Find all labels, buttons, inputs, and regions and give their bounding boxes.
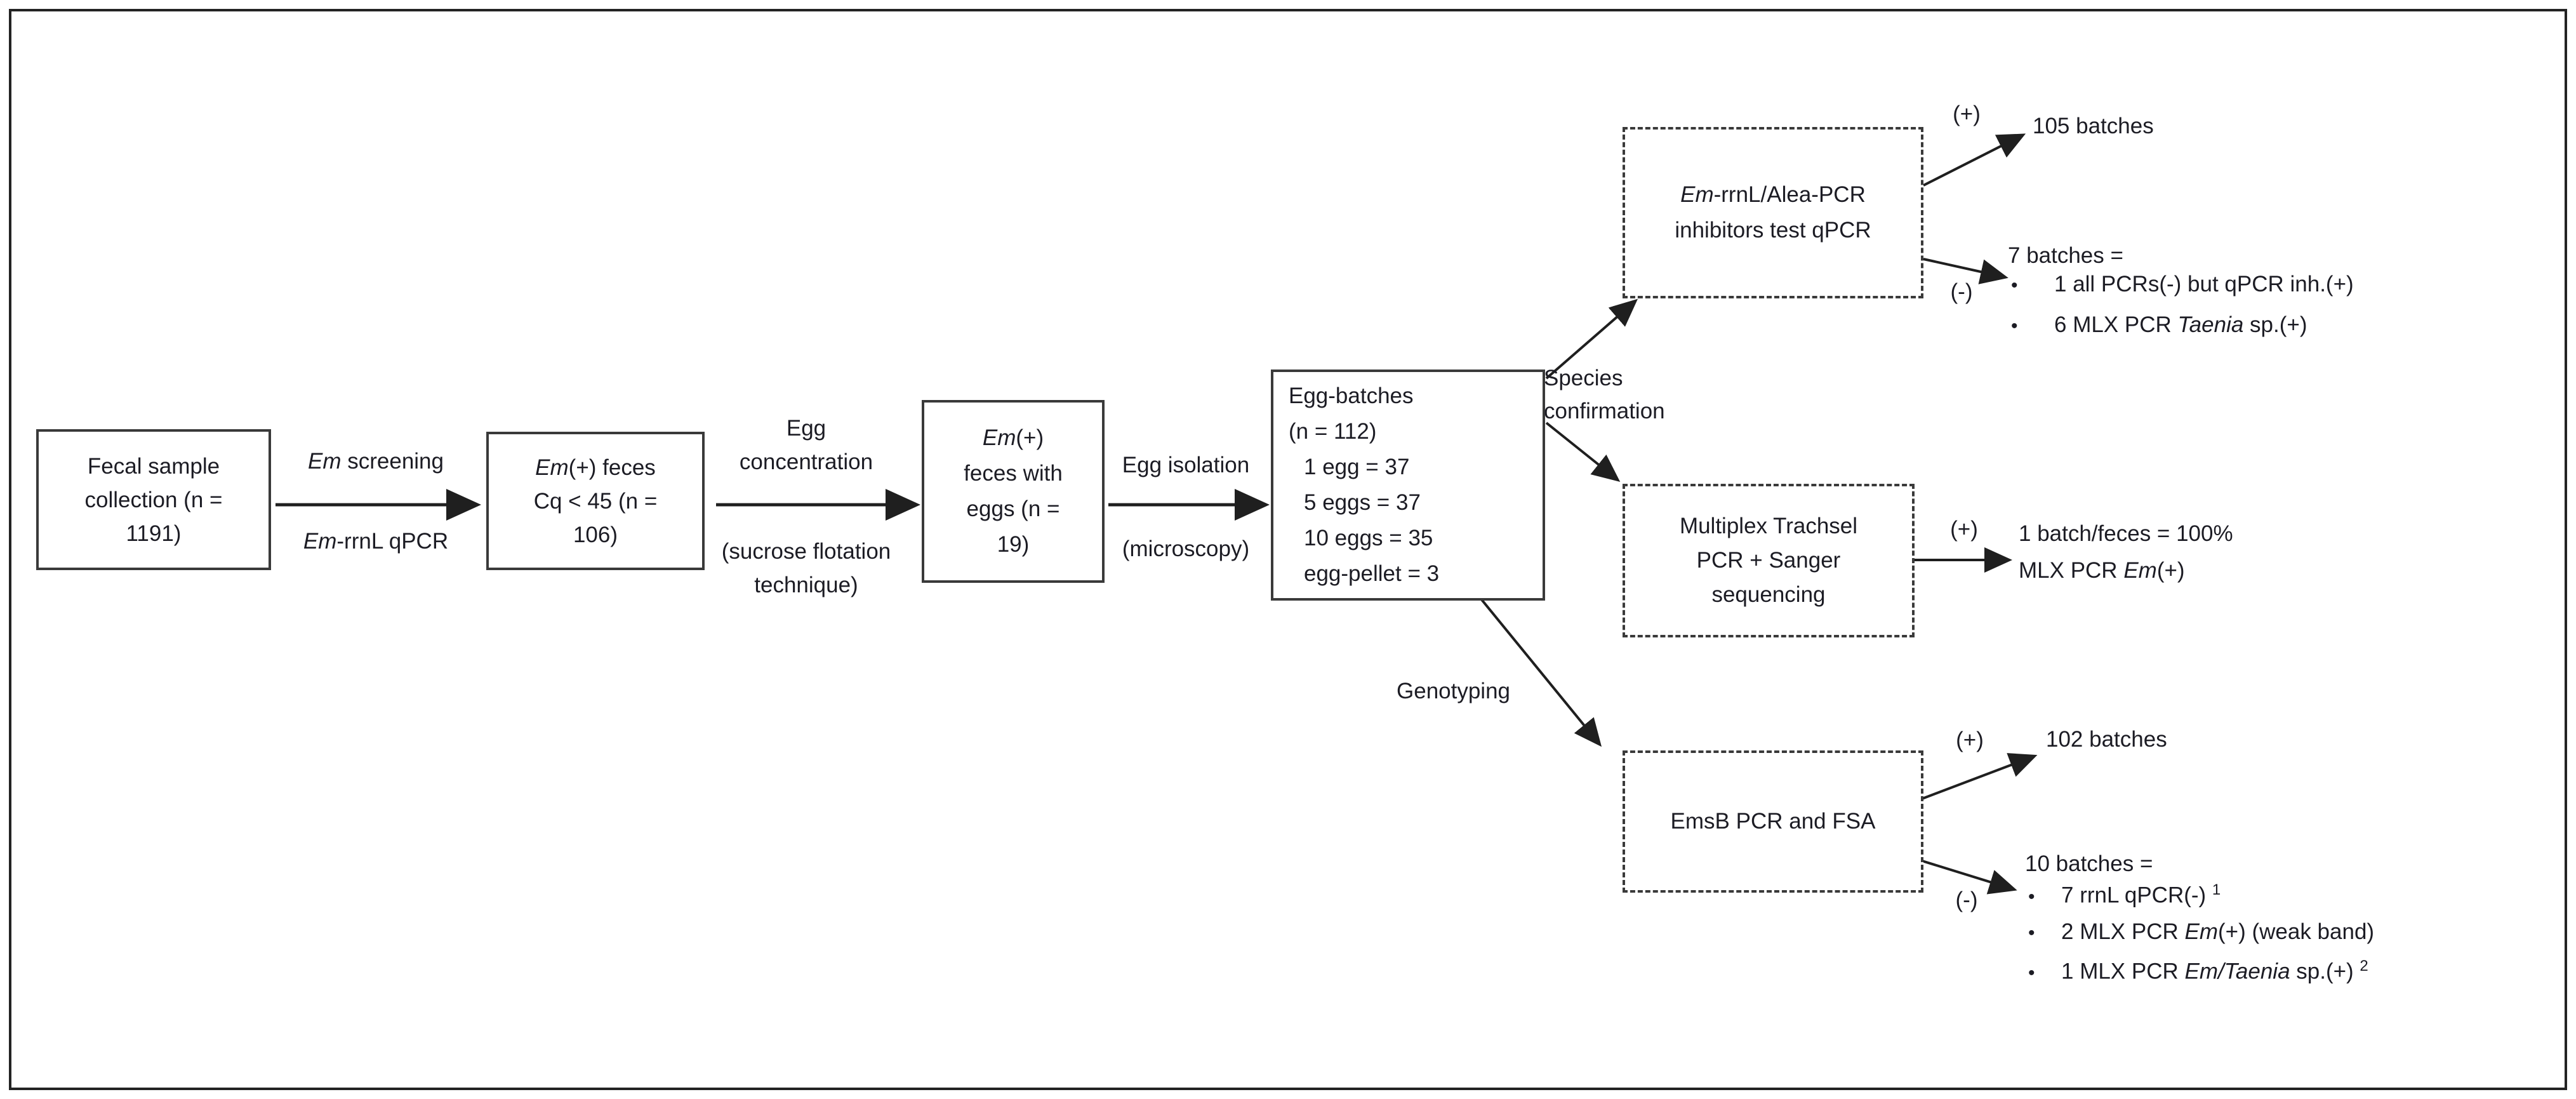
bullet-icon: •: [2011, 316, 2018, 336]
box-line: PCR + Sanger: [1696, 548, 1841, 573]
result-7-batches-head: 7 batches =: [2008, 243, 2123, 268]
box-feces-with-eggs: Em(+) feces with eggs (n = 19): [922, 400, 1105, 583]
box-line: collection (n =: [84, 487, 223, 512]
result-bullet-item: • 1 all PCRs(-) but qPCR inh.(+): [2011, 272, 2354, 297]
label-line: Egg: [786, 416, 827, 441]
label-line: technique): [754, 573, 858, 597]
box-line: Fecal sample: [87, 453, 220, 479]
result-line: 1 batch/feces = 100%: [2019, 521, 2233, 546]
result-bullet-item: • 2 MLX PCR Em(+) (weak band): [2028, 919, 2374, 945]
label-microscopy: (microscopy): [1122, 536, 1250, 561]
label-em-screening: Em screening: [308, 449, 444, 474]
box-line: 106): [573, 522, 618, 547]
box-line: 19): [997, 532, 1030, 557]
label-plus-emsb: (+): [1956, 728, 1984, 752]
arrow-inhibitors-neg: [1923, 258, 2008, 284]
bullet-icon: •: [2028, 922, 2035, 943]
result-102-batches: 102 batches: [2046, 727, 2167, 752]
box-line: 1191): [126, 521, 182, 546]
label-line: (sucrose flotation: [721, 539, 891, 564]
box-line: eggs (n =: [966, 496, 1060, 521]
box-inhibitors-qpcr: Em-rrnL/Alea-PCR inhibitors test qPCR: [1623, 127, 1923, 298]
box-line: sequencing: [1711, 582, 1826, 607]
result-bullet-item: • 6 MLX PCR Taenia sp.(+): [2011, 312, 2307, 338]
label-line: Species: [1544, 366, 1623, 390]
result-item-text: 2 MLX PCR Em(+) (weak band): [2061, 919, 2375, 944]
result-bullet-item: • 1 MLX PCR Em/Taenia sp.(+) 2: [2028, 957, 2368, 985]
box-line: Multiplex Trachsel: [1679, 514, 1858, 538]
box-em-pos-feces: Em(+) feces Cq < 45 (n = 106): [486, 432, 705, 570]
result-item-text: 6 MLX PCR Taenia sp.(+): [2054, 312, 2307, 337]
bullet-icon: •: [2011, 275, 2018, 296]
box-line: 10 eggs = 35: [1304, 526, 1433, 550]
box-egg-batches: Egg-batches (n = 112) 1 egg = 37 5 eggs …: [1271, 370, 1545, 601]
label-minus-inhibitors: (-): [1950, 279, 1973, 304]
box-line: 5 eggs = 37: [1304, 490, 1421, 515]
box-line: (n = 112): [1289, 419, 1377, 444]
arrow-emsb-pos: [1922, 753, 2038, 800]
label-egg-isolation: Egg isolation: [1122, 453, 1250, 477]
box-line: feces with: [964, 461, 1063, 486]
label-line: confirmation: [1544, 399, 1665, 423]
box-multiplex-trachsel: Multiplex Trachsel PCR + Sanger sequenci…: [1623, 484, 1915, 637]
result-bullet-item: • 7 rrnL qPCR(-) 1: [2028, 881, 2221, 909]
arrow-species-down: [1545, 422, 1621, 482]
result-10-batches-head: 10 batches =: [2025, 851, 2153, 876]
box-line: Egg-batches: [1289, 383, 1414, 408]
result-item-text: 1 MLX PCR Em/Taenia sp.(+) 2: [2061, 957, 2368, 984]
box-fecal-collection: Fecal sample collection (n = 1191): [36, 429, 271, 570]
label-sucrose-flotation: (sucrose flotation technique): [722, 535, 891, 602]
label-line: concentration: [739, 450, 873, 474]
label-species-confirmation: Species confirmation: [1544, 362, 1665, 428]
box-line: Em(+) feces: [535, 455, 656, 480]
arrow-emsb-neg: [1922, 860, 2017, 895]
label-minus-emsb: (-): [1955, 888, 1978, 912]
box-line: 1 egg = 37: [1304, 455, 1410, 479]
result-line: MLX PCR Em(+): [2019, 558, 2185, 583]
box-line: Em-rrnL/Alea-PCR: [1680, 182, 1866, 207]
box-emsb-pcr: EmsB PCR and FSA: [1623, 750, 1923, 893]
box-line: egg-pellet = 3: [1304, 561, 1440, 586]
arrow-inhibitors-pos: [1923, 133, 2026, 187]
box-line: inhibitors test qPCR: [1675, 218, 1871, 243]
bullet-icon: •: [2028, 886, 2035, 907]
bullet-icon: •: [2028, 962, 2035, 983]
arrow-genotyping: [1479, 597, 1602, 747]
arrow-species-up: [1545, 298, 1638, 380]
label-em-rrnl-qpcr: Em-rrnL qPCR: [303, 529, 449, 554]
box-line: Em(+): [982, 425, 1044, 450]
result-105-batches: 105 batches: [2033, 114, 2154, 138]
label-plus-multiplex: (+): [1950, 517, 1978, 542]
label-egg-concentration: Egg concentration: [740, 411, 873, 479]
result-1-batch-feces: 1 batch/feces = 100% MLX PCR Em(+): [2019, 516, 2233, 589]
box-line: EmsB PCR and FSA: [1670, 809, 1876, 834]
result-item-text: 1 all PCRs(-) but qPCR inh.(+): [2054, 272, 2354, 296]
label-genotyping: Genotyping: [1397, 679, 1511, 703]
result-item-text: 7 rrnL qPCR(-) 1: [2061, 881, 2221, 908]
label-plus-inhibitors: (+): [1953, 102, 1981, 126]
outer-border: [9, 9, 2567, 1090]
box-line: Cq < 45 (n =: [533, 488, 658, 514]
